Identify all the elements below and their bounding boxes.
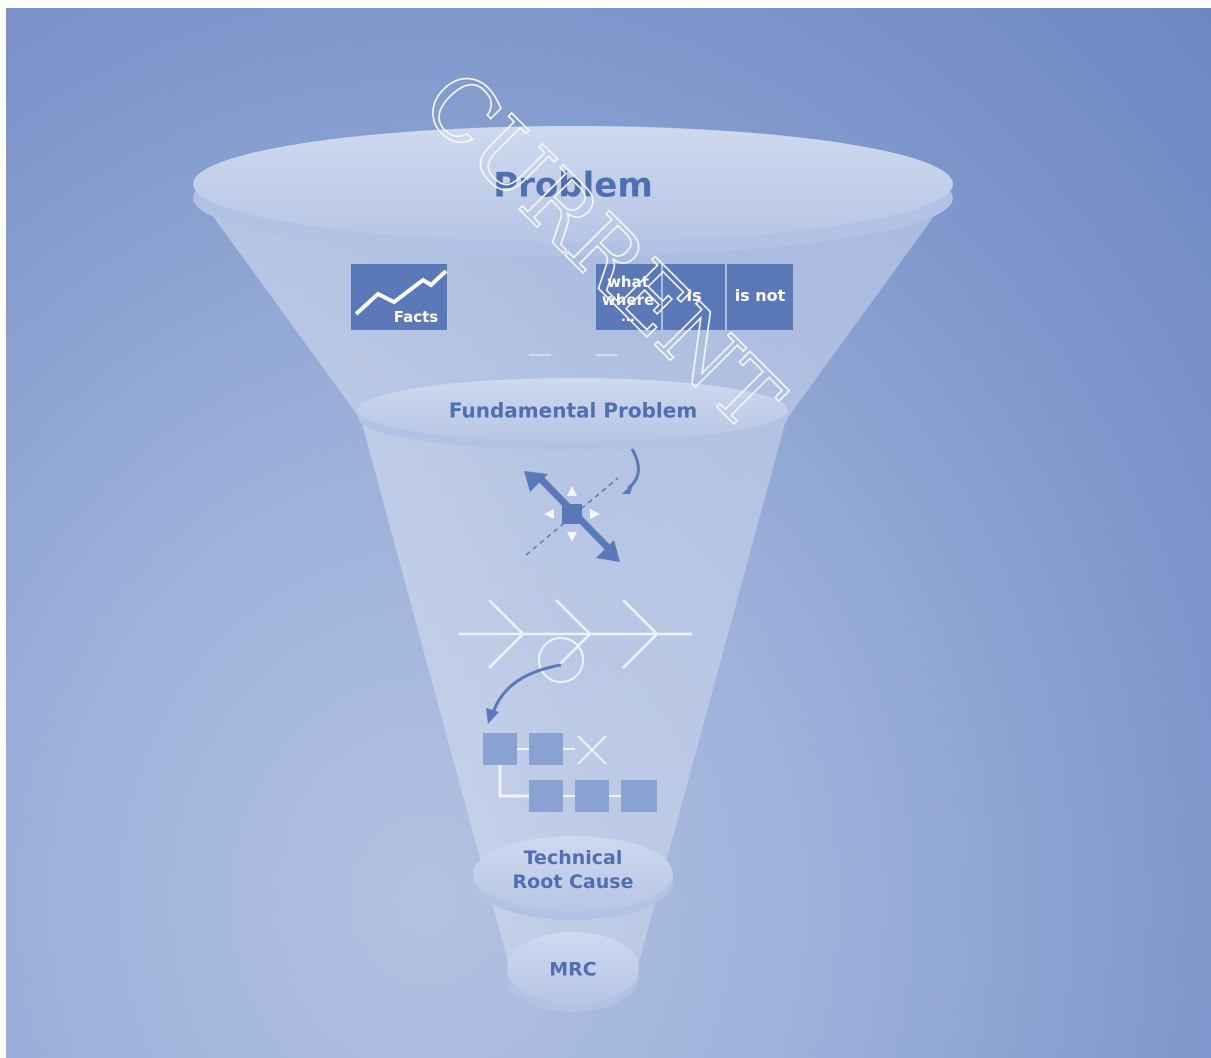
problem-label: Problem: [493, 166, 653, 206]
cause-tree-icon: [483, 733, 657, 812]
curved-arrow-icon: [622, 448, 640, 494]
funnel-lower-cone: [361, 420, 786, 973]
funnel-diagram: Problem Facts what where ... is is not F…: [193, 51, 953, 1012]
funnel-top-disc: [193, 126, 953, 242]
is-is-not-matrix: what where ... is is not: [596, 264, 793, 330]
mrc-disc: [507, 932, 639, 1004]
facts-label: Facts: [394, 308, 439, 326]
funnel-upper-cone: [196, 193, 951, 420]
matrix-is-label: is: [686, 286, 701, 305]
fundamental-problem-disc: [358, 378, 788, 442]
fundamental-problem-label: Fundamental Problem: [449, 399, 697, 423]
curved-arrow-down-icon: [486, 663, 562, 724]
focus-icon: [524, 471, 620, 562]
root-cause-label-line1: Technical: [524, 847, 623, 869]
matrix-where-label: where: [602, 291, 654, 309]
matrix-is-not-label: is not: [735, 286, 786, 305]
root-cause-disc: [473, 836, 673, 912]
diagram-canvas: Problem Facts what where ... is is not F…: [6, 8, 1211, 1058]
matrix-what-label: what: [607, 273, 649, 291]
root-cause-label-line2: Root Cause: [513, 871, 634, 893]
matrix-ellipsis-label: ...: [621, 310, 635, 324]
fishbone-icon: [459, 599, 692, 683]
mrc-label: MRC: [549, 959, 596, 981]
facts-icon: Facts: [351, 264, 448, 330]
